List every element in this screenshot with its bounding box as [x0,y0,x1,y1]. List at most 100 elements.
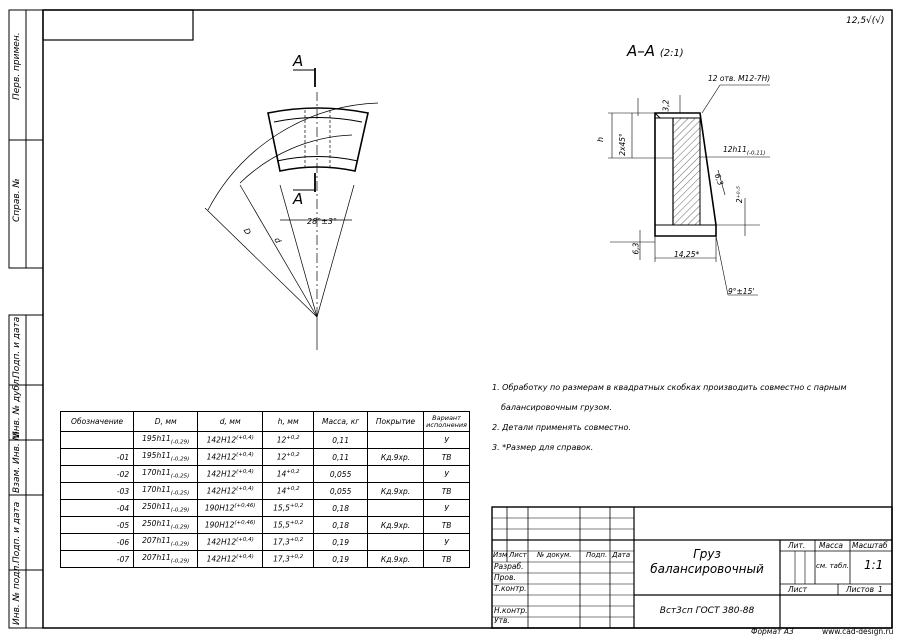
cell-text: ТВ [441,486,452,496]
tb-col-doc: № докум. [537,551,572,559]
dim-len: 14,25* [674,250,700,259]
dim-chamfer: 2х45° [617,133,627,156]
cell-text: У [444,503,449,513]
cell-mass: 0,055 [313,465,368,483]
cut-label-top: А [293,52,304,70]
cell-text: У [444,537,449,547]
sidebar-sprav-no: Справ. № [12,178,22,222]
cell-text: ТВ [441,452,452,462]
cell-designation: -03 [59,482,135,500]
cell-text: (+0,4) [236,469,254,476]
cell-text: 0,11 [332,435,349,445]
cell-text: Кд.9хр. [380,554,411,564]
dim-angle: 9°±15' [728,287,755,296]
cell-text: У [444,435,449,445]
cell-h: 14+0,2 [262,465,315,483]
tb-lit: Лит. [788,541,806,550]
spec-table-header: Обозначение D, мм d, мм h, мм Масса, кг … [59,411,470,432]
tb-scale-value: 1:1 [864,558,884,572]
cell-h: 15,5+0,2 [262,516,315,534]
roughness-value: 12,5 [846,16,867,26]
sidebar-inv-podl: Инв. № подл. [12,562,22,625]
roughness-icon: √(√) [866,16,885,26]
cell-text: 142Н12 [206,452,237,462]
cell-text: -05 [116,520,130,530]
cell-h: 17,3+0,2 [262,550,315,568]
cell-variant: У [423,431,470,449]
cell-cover: Кд.9хр. [366,516,425,534]
cell-text: 0,19 [332,554,349,564]
cell-text: -03 [116,486,130,496]
dim-fit-value: 12h11 [723,145,747,154]
roughness-mark: 12,5√(√) [846,16,885,26]
cell-text: 250h11 [142,502,171,512]
cell-variant: ТВ [423,550,470,568]
cell-text: 207h11 [142,553,171,563]
dim-h: h [596,136,606,143]
dim-r04: 2⁺⁰·⁵ [735,185,745,204]
tb-material: Вст3сп ГОСТ 380-88 [659,606,755,616]
cell-mass: 0,18 [313,499,368,517]
cell-text: -06 [116,537,130,547]
cell-text: 170h11 [142,468,171,478]
cell-variant: У [423,533,470,551]
cell-text: 195h11 [142,451,171,461]
cell-text: 17,3 [273,537,290,547]
cell-text: (+0,4) [236,537,254,544]
front-view [204,68,379,350]
header-designation: Обозначение [59,411,135,432]
tb-col-podp: Подп. [586,551,608,559]
tb-col-date: Дата [612,551,631,559]
cell-D: 170h11(-0,25) [133,465,199,483]
note-1-cont: балансировочным грузом. [501,403,612,412]
cell-d: 190Н12(+0,46) [197,499,264,517]
cell-text: +0,2 [289,503,304,510]
cell-d: 142Н12(+0,4) [197,550,264,568]
cell-mass: 0,18 [313,516,368,534]
cell-designation: -07 [59,550,135,568]
sidebar-podp-date-2: Подп. и дата [12,501,22,563]
cell-text: 15,5 [273,520,290,530]
cell-d: 190Н12(+0,46) [197,516,264,534]
tb-role-nkontr: Н.контр. [494,606,528,615]
cell-text: -04 [116,503,130,513]
dim-r63b: 6,3 [631,242,641,255]
cell-text: -07 [116,554,130,564]
cell-cover: Кд.9хр. [366,482,425,500]
sidebar-perv-primen: Перв. примен. [12,32,22,100]
cell-text: (+0,4) [236,554,254,561]
tb-role-razrab: Разраб. [494,562,524,571]
tb-role-tkontr: Т.контр. [494,584,527,593]
cell-cover: Кд.9хр. [366,550,425,568]
cell-text: У [444,469,449,479]
table-row: -07 207h11(-0,29) 142Н12(+0,4)17,3+0,2 0,19… [59,550,470,568]
cell-D: 170h11(-0,25) [133,482,199,500]
cell-d: 142Н12(+0,4) [197,533,264,551]
cell-text: 0,055 [329,469,352,479]
tb-col-list: Лист [509,551,527,559]
cell-text: (-0,29) [170,456,190,463]
cell-text: 0,18 [332,503,349,513]
footer-site[interactable]: www.cad-design.ru [822,627,894,636]
cell-text: (+0,4) [236,486,254,493]
cell-variant: ТВ [423,482,470,500]
cell-text: 142Н12 [206,537,237,547]
tb-sheets: Листов [846,585,875,594]
cell-cover [366,465,425,483]
section-title-text: А–А [627,42,656,60]
cell-text: ТВ [441,520,452,530]
cell-text: +0,2 [289,554,304,561]
note-2: 2. Детали применять совместно. [492,423,631,432]
cell-mass: 0,11 [313,448,368,466]
header-variant: Вариант исполнения [423,411,470,432]
cell-h: 17,3+0,2 [262,533,315,551]
dim-fit: 12h11(-0,11) [723,145,765,157]
cell-mass: 0,19 [313,533,368,551]
cell-text: (-0,29) [170,558,190,565]
